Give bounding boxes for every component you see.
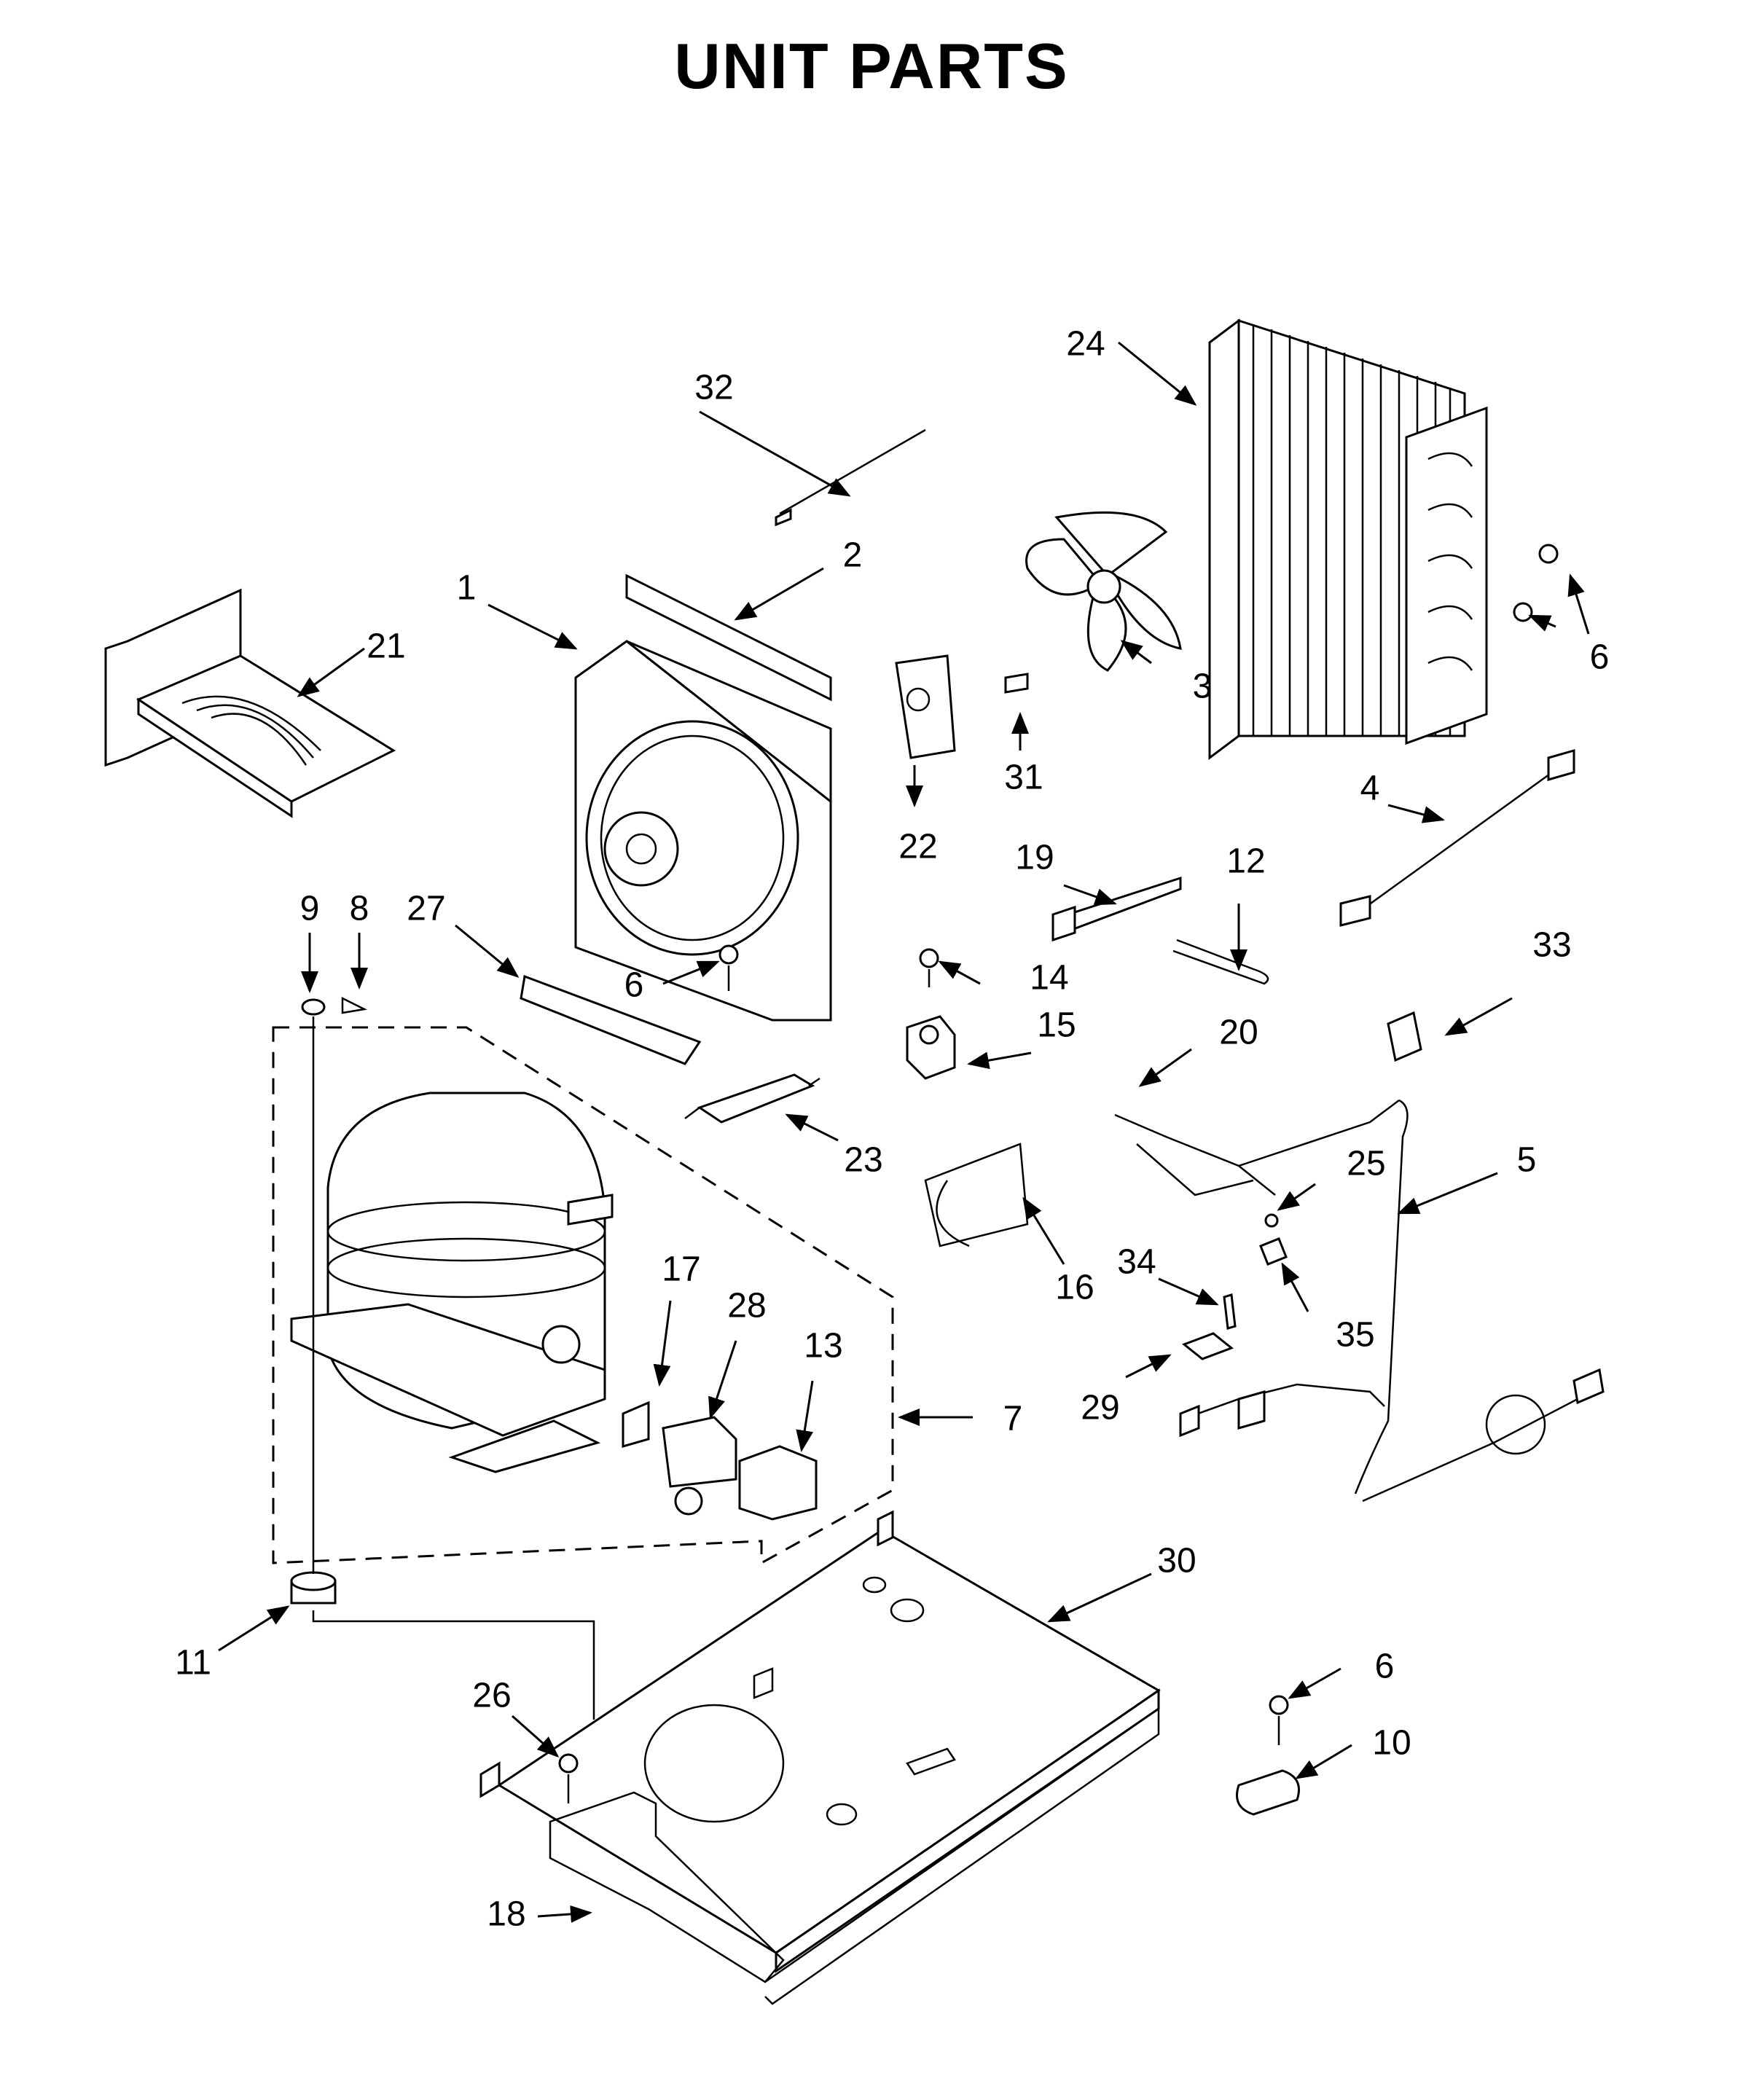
clip-17 <box>622 1400 650 1448</box>
clip-35 <box>1259 1237 1288 1266</box>
tube-12 <box>1172 939 1269 985</box>
clip-25 <box>1264 1213 1279 1228</box>
tie-34 <box>1223 1293 1237 1330</box>
screws-6-condenser <box>1513 544 1559 622</box>
clip-8 <box>341 996 367 1014</box>
screw-31 <box>1004 673 1029 694</box>
relay-28 <box>662 1416 737 1516</box>
wire-harness-20 <box>1114 1100 1400 1196</box>
callout-6b: 6 <box>624 966 644 1005</box>
callout-10: 10 <box>1372 1724 1411 1763</box>
callout-35: 35 <box>1336 1316 1374 1355</box>
callout-24: 24 <box>1066 325 1105 364</box>
callout-27: 27 <box>407 890 445 928</box>
wire-32 <box>775 428 926 527</box>
condenser <box>1208 318 1488 760</box>
callout-21: 21 <box>367 627 405 666</box>
clip-33 <box>1387 1011 1422 1062</box>
cable-tie-19 <box>1051 876 1182 942</box>
wire-harness-lower <box>1179 1383 1385 1438</box>
bracket-16 <box>924 1143 1029 1247</box>
callout-9: 9 <box>300 890 320 928</box>
wire-harness-4 <box>1339 749 1575 927</box>
screw-6-lower <box>1269 1695 1289 1745</box>
callout-15: 15 <box>1037 1006 1076 1045</box>
dryer-23 <box>684 1073 820 1124</box>
callout-28: 28 <box>727 1287 766 1325</box>
callout-26: 26 <box>472 1677 511 1715</box>
grommet-9 <box>301 998 326 1016</box>
callout-33: 33 <box>1532 926 1571 965</box>
callout-2: 2 <box>843 536 863 575</box>
callout-6a: 6 <box>1590 638 1610 677</box>
fan-blade <box>1025 511 1182 672</box>
callout-30: 30 <box>1157 1542 1196 1580</box>
plate <box>520 974 702 1065</box>
callout-29: 29 <box>1081 1389 1119 1427</box>
callout-16: 16 <box>1055 1269 1094 1307</box>
switch-22 <box>895 654 956 759</box>
screw-6-shroud <box>718 944 739 991</box>
insulation-sheet <box>549 1707 1160 2005</box>
callout-4: 4 <box>1360 769 1380 808</box>
power-cord-5 <box>1354 1099 1605 1502</box>
gasket-strip <box>625 573 832 702</box>
callout-13: 13 <box>804 1327 842 1366</box>
overload-13 <box>738 1445 818 1521</box>
callout-20: 20 <box>1219 1014 1258 1052</box>
grommet-11 <box>290 1571 337 1605</box>
page-title: UNIT PARTS <box>674 30 1069 102</box>
callout-6c: 6 <box>1375 1648 1395 1686</box>
compressor-kit-outline <box>272 1026 894 1565</box>
compressor <box>290 1092 614 1473</box>
mount-29 <box>1182 1332 1234 1360</box>
solenoid-15 <box>906 1015 956 1080</box>
base-pan <box>479 1510 1161 1973</box>
callouts: 1 2 3 4 5 6 6 6 7 8 9 10 11 12 13 14 15 … <box>175 325 1609 1934</box>
callout-12: 12 <box>1226 842 1265 881</box>
screw-26 <box>558 1753 579 1803</box>
drain-pan <box>104 588 396 818</box>
callout-17: 17 <box>662 1250 700 1289</box>
callout-8: 8 <box>350 890 369 928</box>
callout-7: 7 <box>1003 1400 1023 1438</box>
callout-19: 19 <box>1015 839 1054 877</box>
callout-23: 23 <box>844 1141 882 1180</box>
fan-shroud <box>574 640 832 1022</box>
callout-25: 25 <box>1347 1145 1385 1183</box>
leader-lines <box>218 341 1590 1923</box>
callout-14: 14 <box>1030 959 1068 998</box>
callout-3: 3 <box>1193 667 1213 706</box>
clamp-10 <box>1236 1769 1300 1816</box>
rod <box>312 1016 595 1720</box>
callout-1: 1 <box>457 569 477 608</box>
callout-18: 18 <box>487 1895 525 1934</box>
callout-11: 11 <box>175 1644 211 1682</box>
callout-5: 5 <box>1517 1141 1537 1180</box>
callout-34: 34 <box>1117 1243 1156 1282</box>
screw-14 <box>919 948 939 987</box>
callout-32: 32 <box>694 369 733 407</box>
callout-22: 22 <box>898 828 937 866</box>
callout-31: 31 <box>1004 759 1043 797</box>
